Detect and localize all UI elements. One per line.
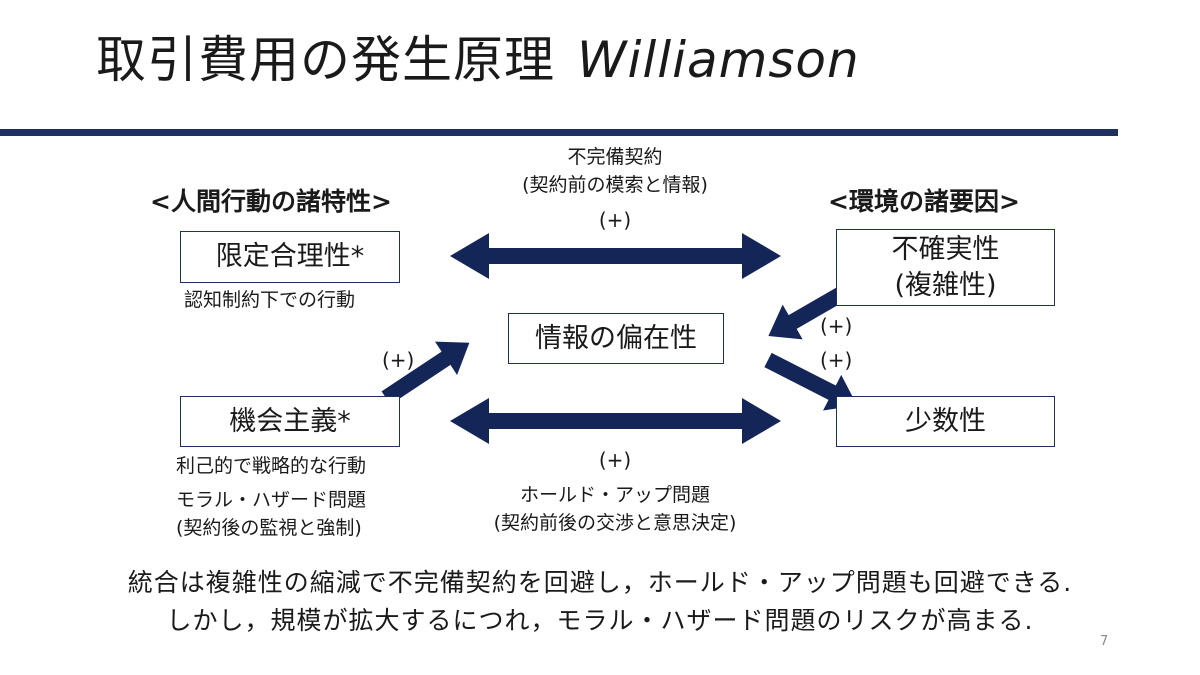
bounded-rationality-label: 限定合理性*	[215, 241, 365, 272]
plus-label-bottom: (+)	[598, 448, 632, 472]
double-arrow-bottom	[450, 398, 781, 444]
title-english: Williamson	[577, 31, 860, 89]
plus-label-small-numbers: (+)	[820, 348, 853, 372]
small-numbers-label: 少数性	[905, 405, 986, 437]
information-asymmetry-label: 情報の偏在性	[535, 322, 697, 354]
incomplete-contract-label: 不完備契約 (契約前の模索と情報)	[480, 143, 750, 199]
opportunism-note: 利己的で戦略的な行動	[176, 455, 367, 477]
plus-label-opportunism: (+)	[382, 348, 415, 372]
plus-label-uncertainty: (+)	[820, 314, 853, 338]
opportunism-box: 機会主義*	[180, 396, 400, 447]
holdup-label: ホールド・アップ問題 (契約前後の交渉と意思決定)	[450, 481, 780, 537]
holdup-sub: (契約前後の交渉と意思決定)	[493, 512, 737, 534]
page-number: 7	[1100, 634, 1109, 649]
environmental-factors-heading: <環境の諸要因>	[828, 187, 1020, 216]
information-asymmetry-box: 情報の偏在性	[508, 313, 724, 364]
holdup-title: ホールド・アップ問題	[519, 484, 710, 506]
opportunism-label: 機会主義*	[229, 405, 351, 437]
small-numbers-box: 少数性	[836, 396, 1055, 447]
title-japanese: 取引費用の発生原理	[96, 31, 555, 89]
summary-line-1: 統合は複雑性の縮減で不完備契約を回避し，ホールド・アップ問題も回避できる.	[127, 568, 1073, 597]
plus-label-top: (+)	[598, 208, 632, 232]
page-title: 取引費用の発生原理 Williamson	[96, 28, 860, 92]
complexity-label: (複雑性)	[894, 269, 997, 301]
summary-line-2: しかし，規模が拡大するにつれ，モラル・ハザード問題のリスクが高まる.	[166, 606, 1034, 635]
moral-hazard-sub: (契約後の監視と強制)	[176, 517, 362, 539]
moral-hazard-note: モラル・ハザード問題 (契約後の監視と強制)	[176, 486, 366, 542]
human-factors-heading: <人間行動の諸特性>	[150, 187, 392, 216]
arrow-info-to-small-numbers	[764, 352, 858, 411]
uncertainty-label: 不確実性	[891, 233, 1000, 265]
uncertainty-box: 不確実性 (複雑性)	[836, 229, 1055, 306]
summary: 統合は複雑性の縮減で不完備契約を回避し，ホールド・アップ問題も回避できる. しか…	[20, 564, 1180, 640]
double-arrow-top	[450, 233, 781, 279]
moral-hazard-title: モラル・ハザード問題	[176, 489, 367, 511]
title-rule	[0, 129, 1118, 136]
bounded-rationality-box: 限定合理性*	[180, 231, 400, 283]
incomplete-contract-title: 不完備契約	[567, 146, 663, 168]
bounded-rationality-note: 認知制約下での行動	[184, 289, 356, 311]
incomplete-contract-sub: (契約前の模索と情報)	[522, 174, 708, 196]
arrow-opportunism-to-info	[381, 341, 470, 405]
